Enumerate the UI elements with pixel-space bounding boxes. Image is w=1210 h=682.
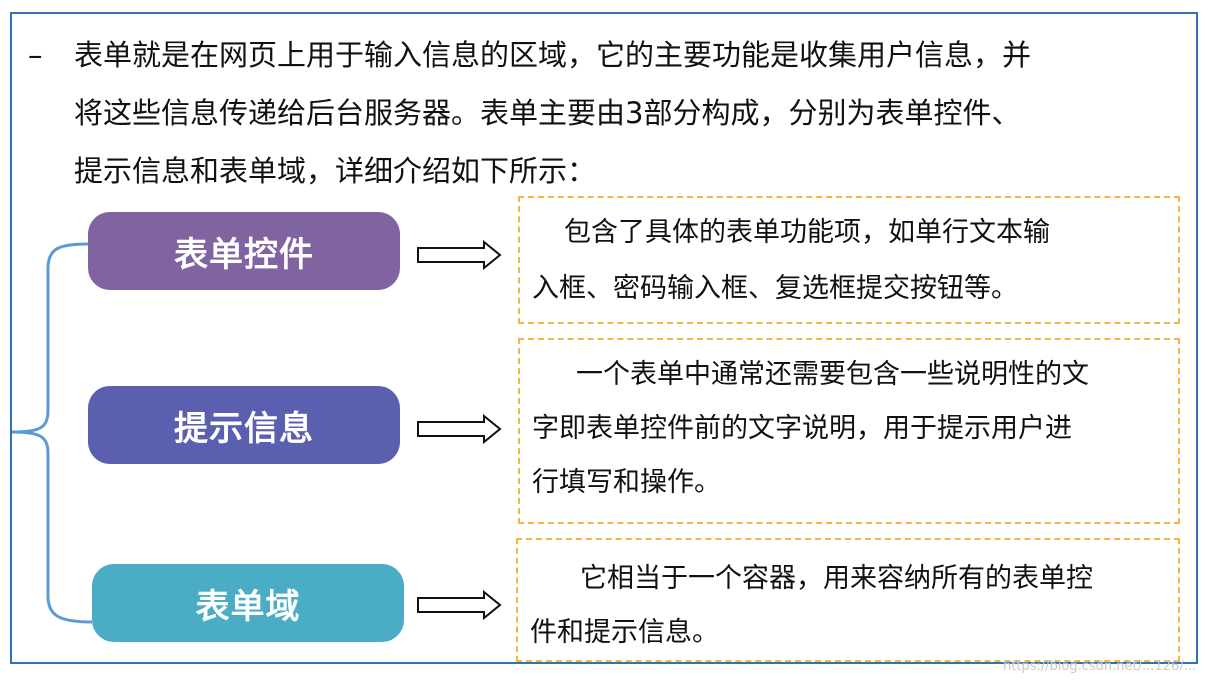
desc-line: 一个表单中通常还需要包含一些说明性的文	[576, 359, 1089, 390]
pill-prompt-info: 提示信息	[88, 386, 400, 464]
desc-line: 包含了具体的表单功能项，如单行文本输	[564, 217, 1050, 248]
double-arrow-icon	[417, 590, 502, 620]
desc-line: 字即表单控件前的文字说明，用于提示用户进	[532, 413, 1072, 444]
intro-line-1: 表单就是在网页上用于输入信息的区域，它的主要功能是收集用户信息，并	[74, 38, 1032, 72]
intro-line-2: 将这些信息传递给后台服务器。表单主要由3部分构成，分别为表单控件、	[74, 96, 1021, 130]
pill-form-field: 表单域	[92, 564, 404, 642]
watermark: https://blog.csdn.net/...126/...	[1002, 659, 1196, 674]
desc-box-form-field: 它相当于一个容器，用来容纳所有的表单控 件和提示信息。	[516, 538, 1180, 662]
bullet-dash: –	[28, 38, 43, 72]
intro-line-3: 提示信息和表单域，详细介绍如下所示：	[74, 154, 597, 188]
desc-box-prompt-info: 一个表单中通常还需要包含一些说明性的文 字即表单控件前的文字说明，用于提示用户进…	[518, 338, 1180, 524]
desc-line: 它相当于一个容器，用来容纳所有的表单控	[580, 563, 1093, 594]
desc-box-form-controls: 包含了具体的表单功能项，如单行文本输 入框、密码输入框、复选框提交按钮等。	[518, 196, 1180, 324]
desc-line: 件和提示信息。	[530, 617, 719, 648]
desc-line: 行填写和操作。	[532, 467, 721, 498]
double-arrow-icon	[417, 240, 502, 270]
pill-form-controls: 表单控件	[88, 212, 400, 290]
desc-line: 入框、密码输入框、复选框提交按钮等。	[532, 273, 1018, 304]
double-arrow-icon	[417, 414, 502, 444]
